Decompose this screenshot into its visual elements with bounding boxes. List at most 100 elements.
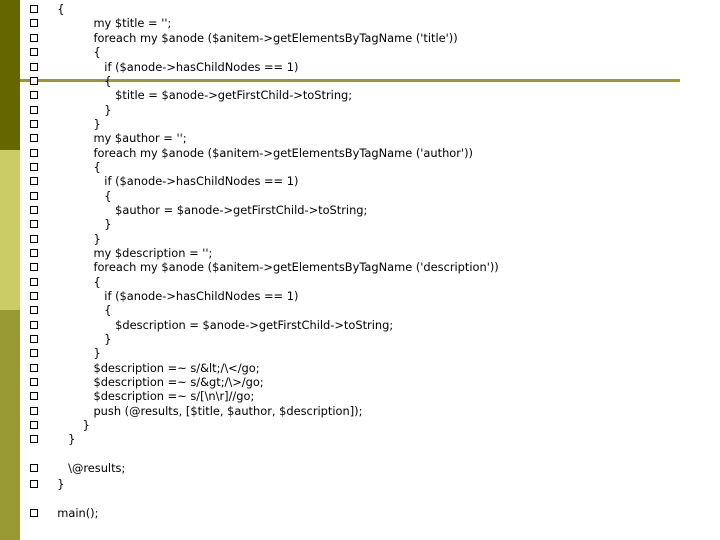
code-text: $description =~ s/&lt;/\</go; xyxy=(50,361,260,375)
hollow-square-bullet-icon xyxy=(30,249,38,257)
code-text: } xyxy=(50,103,112,117)
code-line: } xyxy=(0,117,720,131)
code-line: { xyxy=(0,275,720,289)
code-line: $author = $anode->getFirstChild->toStrin… xyxy=(0,203,720,217)
code-text: { xyxy=(50,45,101,59)
code-line: $description =~ s/&gt;/\>/go; xyxy=(0,375,720,389)
hollow-square-bullet-icon xyxy=(30,34,38,42)
code-text: foreach my $anode ($anitem->getElementsB… xyxy=(50,260,499,274)
hollow-square-bullet-icon xyxy=(30,120,38,128)
code-line: } xyxy=(0,332,720,346)
code-line: } xyxy=(0,432,720,446)
code-line: foreach my $anode ($anitem->getElementsB… xyxy=(0,31,720,45)
code-line: } xyxy=(0,418,720,432)
hollow-square-bullet-icon xyxy=(30,509,38,517)
code-text: my $title = ''; xyxy=(50,16,172,30)
code-text: $description =~ s/&gt;/\>/go; xyxy=(50,375,264,389)
code-text: \@results; xyxy=(50,461,126,475)
code-text: } xyxy=(50,332,112,346)
code-line: { xyxy=(0,45,720,59)
hollow-square-bullet-icon xyxy=(30,349,38,357)
code-text: } xyxy=(50,117,101,131)
code-text: if ($anode->hasChildNodes == 1) xyxy=(50,289,299,303)
code-text: { xyxy=(50,275,101,289)
hollow-square-bullet-icon xyxy=(30,364,38,372)
code-line: } xyxy=(0,217,720,231)
code-text: $title = $anode->getFirstChild->toString… xyxy=(50,88,353,102)
code-text: } xyxy=(50,477,65,491)
left-band-olive xyxy=(0,310,20,540)
code-line: { xyxy=(0,74,720,88)
code-line: } xyxy=(0,346,720,360)
hollow-square-bullet-icon xyxy=(30,378,38,386)
code-line: foreach my $anode ($anitem->getElementsB… xyxy=(0,260,720,274)
hollow-square-bullet-icon xyxy=(30,235,38,243)
hollow-square-bullet-icon xyxy=(30,464,38,472)
code-text: foreach my $anode ($anitem->getElementsB… xyxy=(50,31,458,45)
hollow-square-bullet-icon xyxy=(30,177,38,185)
code-text: $author = $anode->getFirstChild->toStrin… xyxy=(50,203,368,217)
hollow-square-bullet-icon xyxy=(30,292,38,300)
code-line: { xyxy=(0,189,720,203)
hollow-square-bullet-icon xyxy=(30,134,38,142)
hollow-square-bullet-icon xyxy=(30,192,38,200)
hollow-square-bullet-icon xyxy=(30,106,38,114)
hollow-square-bullet-icon xyxy=(30,321,38,329)
code-line: $description =~ s/&lt;/\</go; xyxy=(0,361,720,375)
code-line: { xyxy=(0,303,720,317)
left-band-light xyxy=(0,150,20,310)
hollow-square-bullet-icon xyxy=(30,335,38,343)
code-line: if ($anode->hasChildNodes == 1) xyxy=(0,60,720,74)
code-text: } xyxy=(50,346,101,360)
hollow-square-bullet-icon xyxy=(30,19,38,27)
hollow-square-bullet-icon xyxy=(30,306,38,314)
code-text: my $description = ''; xyxy=(50,246,213,260)
hollow-square-bullet-icon xyxy=(30,263,38,271)
code-text: { xyxy=(50,74,112,88)
horizontal-rule xyxy=(20,79,680,82)
code-line: \@results; xyxy=(0,461,720,475)
code-line: } xyxy=(0,103,720,117)
code-text: { xyxy=(50,303,112,317)
hollow-square-bullet-icon xyxy=(30,435,38,443)
hollow-square-bullet-icon xyxy=(30,278,38,286)
hollow-square-bullet-icon xyxy=(30,149,38,157)
code-text: { xyxy=(50,160,101,174)
code-line: my $author = ''; xyxy=(0,131,720,145)
hollow-square-bullet-icon xyxy=(30,421,38,429)
code-line: my $title = ''; xyxy=(0,16,720,30)
code-text: } xyxy=(50,217,112,231)
code-line: if ($anode->hasChildNodes == 1) xyxy=(0,174,720,188)
code-text: if ($anode->hasChildNodes == 1) xyxy=(50,60,299,74)
code-text: $description =~ s/[\n\r]//go; xyxy=(50,389,255,403)
code-line: if ($anode->hasChildNodes == 1) xyxy=(0,289,720,303)
code-text: { xyxy=(50,189,112,203)
hollow-square-bullet-icon xyxy=(30,77,38,85)
code-text: if ($anode->hasChildNodes == 1) xyxy=(50,174,299,188)
code-text: foreach my $anode ($anitem->getElementsB… xyxy=(50,146,473,160)
hollow-square-bullet-icon xyxy=(30,392,38,400)
code-text: } xyxy=(50,432,76,446)
code-line: $description = $anode->getFirstChild->to… xyxy=(0,318,720,332)
code-text: { xyxy=(50,2,65,16)
code-line: $title = $anode->getFirstChild->toString… xyxy=(0,88,720,102)
hollow-square-bullet-icon xyxy=(30,63,38,71)
code-line: $description =~ s/[\n\r]//go; xyxy=(0,389,720,403)
hollow-square-bullet-icon xyxy=(30,91,38,99)
code-line: } xyxy=(0,477,720,491)
code-text: my $author = ''; xyxy=(50,131,187,145)
hollow-square-bullet-icon xyxy=(30,206,38,214)
code-line: push (@results, [$title, $author, $descr… xyxy=(0,404,720,418)
hollow-square-bullet-icon xyxy=(30,407,38,415)
hollow-square-bullet-icon xyxy=(30,5,38,13)
code-line: my $description = ''; xyxy=(0,246,720,260)
code-text: main(); xyxy=(50,506,99,520)
code-line: { xyxy=(0,160,720,174)
code-text: push (@results, [$title, $author, $descr… xyxy=(50,404,363,418)
hollow-square-bullet-icon xyxy=(30,480,38,488)
hollow-square-bullet-icon xyxy=(30,163,38,171)
code-text: $description = $anode->getFirstChild->to… xyxy=(50,318,394,332)
code-text: } xyxy=(50,418,90,432)
code-text: } xyxy=(50,232,101,246)
code-line: foreach my $anode ($anitem->getElementsB… xyxy=(0,146,720,160)
